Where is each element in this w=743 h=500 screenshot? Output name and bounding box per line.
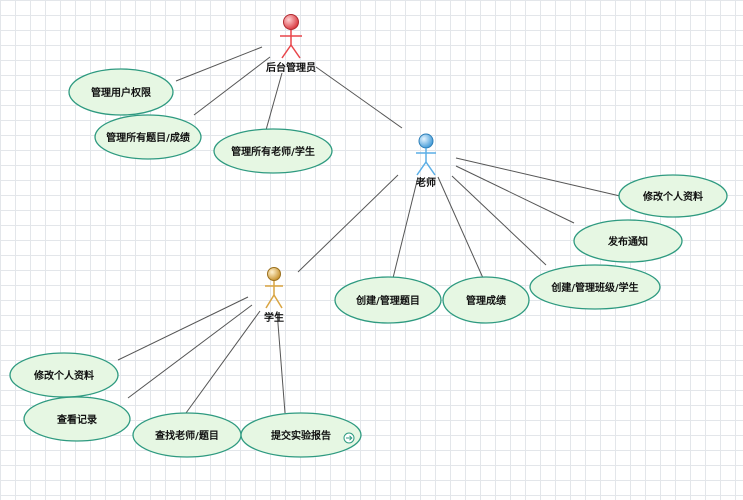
usecase-admin-topics-scores[interactable]: 管理所有题目/成绩: [94, 114, 202, 160]
usecase-teacher-topics-label: 创建/管理题目: [355, 294, 420, 307]
assoc-student-find: [185, 310, 261, 414]
actor-teacher[interactable]: 老师: [415, 133, 436, 189]
actor-admin-label: 后台管理员: [266, 61, 316, 74]
actor-student-label: 学生: [264, 311, 284, 324]
actor-teacher-head: [418, 133, 434, 149]
actor-student-body: [265, 281, 283, 309]
usecase-admin-permissions[interactable]: 管理用户权限: [68, 68, 174, 116]
actor-admin-body: [280, 30, 302, 59]
actor-teacher-body: [416, 148, 436, 176]
actor-admin[interactable]: 后台管理员: [266, 14, 316, 75]
associations: [117, 46, 621, 414]
usecase-admin-teachers-students-label: 管理所有老师/学生: [231, 145, 315, 158]
usecase-student-profile[interactable]: 修改个人资料: [9, 352, 119, 398]
link-arrow-icon[interactable]: [343, 432, 355, 444]
usecase-student-records-label: 查看记录: [56, 413, 97, 426]
assoc-admin-teachers-students: [265, 72, 283, 131]
actor-student[interactable]: 学生: [264, 267, 284, 325]
usecase-student-profile-label: 修改个人资料: [33, 369, 94, 382]
assoc-student-profile: [117, 296, 249, 361]
usecase-student-report-label: 提交实验报告: [271, 429, 331, 442]
actor-admin-head: [283, 14, 299, 30]
usecase-teacher-profile[interactable]: 修改个人资料: [618, 174, 728, 218]
actor-student-head: [267, 267, 281, 281]
usecase-teacher-notice[interactable]: 发布通知: [573, 219, 683, 263]
assoc-student-records: [127, 304, 253, 399]
usecase-teacher-profile-label: 修改个人资料: [642, 190, 703, 203]
usecase-student-find-label: 查找老师/题目: [154, 429, 219, 442]
assoc-teacher-scores: [437, 176, 484, 279]
assoc-admin-teacher: [315, 66, 403, 129]
usecase-teacher-topics[interactable]: 创建/管理题目: [334, 276, 442, 324]
usecase-student-find[interactable]: 查找老师/题目: [132, 412, 242, 458]
usecase-admin-permissions-label: 管理用户权限: [91, 86, 152, 99]
usecase-admin-topics-scores-label: 管理所有题目/成绩: [106, 131, 190, 144]
usecase-student-records[interactable]: 查看记录: [23, 396, 131, 442]
assoc-teacher-student: [297, 174, 399, 273]
assoc-teacher-notice: [455, 165, 575, 224]
assoc-student-report: [276, 310, 286, 414]
usecase-teacher-scores[interactable]: 管理成绩: [442, 276, 530, 324]
assoc-teacher-class: [451, 175, 547, 266]
usecase-teacher-notice-label: 发布通知: [607, 235, 648, 248]
usecase-teacher-class-label: 创建/管理班级/学生: [550, 281, 638, 294]
usecase-teacher-scores-label: 管理成绩: [466, 294, 506, 307]
assoc-admin-topics-scores: [193, 56, 271, 116]
actor-teacher-label: 老师: [415, 176, 436, 189]
usecase-teacher-class[interactable]: 创建/管理班级/学生: [529, 264, 661, 310]
usecase-student-report[interactable]: 提交实验报告: [240, 412, 362, 458]
assoc-teacher-topics: [392, 176, 419, 279]
use-cases: 管理用户权限 管理所有题目/成绩 管理所有老师/学生 修改个人资料 发布通知 创…: [9, 68, 728, 458]
usecase-admin-teachers-students[interactable]: 管理所有老师/学生: [213, 128, 333, 174]
assoc-teacher-profile: [455, 157, 621, 197]
assoc-admin-permissions: [175, 46, 263, 82]
